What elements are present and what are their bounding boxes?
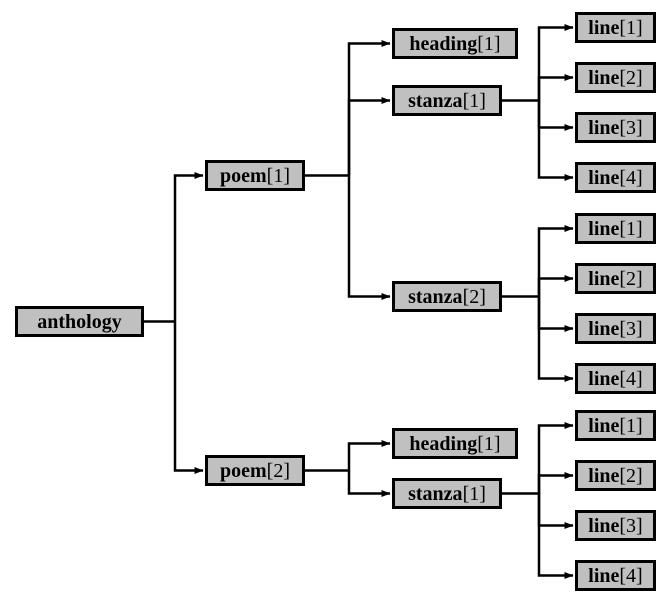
tree-node-label: line bbox=[588, 166, 620, 189]
tree-node-label: poem bbox=[220, 459, 267, 482]
edge-p1_stanza1-to-p1_s1_line4 bbox=[537, 100, 574, 181]
edge-anthology-to-poem1 bbox=[173, 172, 204, 322]
tree-node-label: stanza bbox=[408, 482, 463, 505]
edge-p1_stanza2-to-p1_s2_line3 bbox=[537, 296, 574, 332]
tree-node-index: [4] bbox=[619, 564, 643, 587]
tree-node-index: [2] bbox=[462, 285, 486, 308]
tree-node-index: [3] bbox=[619, 116, 643, 139]
tree-node-p1_s2_line1[interactable]: line[1] bbox=[575, 213, 656, 244]
tree-node-label: stanza bbox=[408, 285, 463, 308]
tree-node-p1_s2_line4[interactable]: line[4] bbox=[575, 363, 656, 394]
tree-node-p2_s1_line4[interactable]: line[4] bbox=[575, 560, 656, 591]
tree-node-p1_s2_line2[interactable]: line[2] bbox=[575, 263, 656, 294]
tree-node-index: [1] bbox=[477, 32, 501, 55]
edge-p1_stanza2-to-p1_s2_line1 bbox=[537, 225, 574, 297]
tree-node-label: line bbox=[588, 414, 620, 437]
tree-node-p1_s1_line2[interactable]: line[2] bbox=[575, 62, 656, 93]
edge-p2_stanza1-to-p2_s1_line2 bbox=[537, 472, 574, 494]
tree-node-p1_s1_line1[interactable]: line[1] bbox=[575, 12, 656, 43]
tree-node-label: poem bbox=[220, 164, 267, 187]
tree-node-index: [1] bbox=[266, 164, 290, 187]
tree-node-p1_heading1[interactable]: heading[1] bbox=[392, 28, 518, 59]
tree-node-index: [2] bbox=[619, 66, 643, 89]
edge-p1_stanza2-to-p1_s2_line2 bbox=[537, 275, 574, 297]
tree-node-label: line bbox=[588, 367, 620, 390]
tree-node-label: heading bbox=[409, 432, 478, 455]
tree-node-poem2[interactable]: poem[2] bbox=[205, 455, 305, 486]
tree-node-p1_stanza2[interactable]: stanza[2] bbox=[392, 281, 502, 312]
tree-node-index: [1] bbox=[462, 89, 486, 112]
tree-node-p1_stanza1[interactable]: stanza[1] bbox=[392, 85, 502, 116]
tree-node-p1_s1_line4[interactable]: line[4] bbox=[575, 162, 656, 193]
tree-node-index: [4] bbox=[619, 166, 643, 189]
edge-poem1-to-p1_stanza1 bbox=[347, 97, 391, 176]
tree-node-label: line bbox=[588, 267, 620, 290]
edge-p2_stanza1-to-p2_s1_line3 bbox=[537, 493, 574, 529]
tree-node-index: [2] bbox=[619, 464, 643, 487]
edge-p2_stanza1-to-p2_s1_line4 bbox=[537, 493, 574, 579]
tree-node-index: [3] bbox=[619, 317, 643, 340]
tree-node-label: line bbox=[588, 317, 620, 340]
tree-node-p2_s1_line3[interactable]: line[3] bbox=[575, 510, 656, 541]
edge-anthology-to-poem2 bbox=[173, 321, 204, 474]
tree-node-p2_s1_line2[interactable]: line[2] bbox=[575, 460, 656, 491]
tree-node-index: [2] bbox=[619, 267, 643, 290]
tree-node-label: line bbox=[588, 514, 620, 537]
tree-node-index: [2] bbox=[266, 459, 290, 482]
edge-p2_stanza1-to-p2_s1_line1 bbox=[537, 422, 574, 494]
edge-group bbox=[144, 24, 574, 579]
tree-node-label: stanza bbox=[408, 89, 463, 112]
tree-node-index: [4] bbox=[619, 367, 643, 390]
tree-node-p1_s1_line3[interactable]: line[3] bbox=[575, 112, 656, 143]
edge-p1_stanza1-to-p1_s1_line1 bbox=[537, 24, 574, 101]
tree-node-label: line bbox=[588, 217, 620, 240]
tree-node-label: line bbox=[588, 16, 620, 39]
edge-poem1-to-p1_stanza2 bbox=[347, 175, 391, 300]
tree-node-label: line bbox=[588, 66, 620, 89]
tree-node-index: [1] bbox=[619, 217, 643, 240]
tree-node-label: line bbox=[588, 464, 620, 487]
tree-node-index: [1] bbox=[477, 432, 501, 455]
tree-node-label: heading bbox=[409, 32, 478, 55]
edge-p1_stanza1-to-p1_s1_line2 bbox=[537, 74, 574, 101]
tree-node-p2_stanza1[interactable]: stanza[1] bbox=[392, 478, 502, 509]
edge-poem2-to-p2_heading1 bbox=[347, 440, 391, 471]
tree-node-poem1[interactable]: poem[1] bbox=[205, 160, 305, 191]
tree-node-p2_heading1[interactable]: heading[1] bbox=[392, 428, 518, 459]
tree-node-p1_s2_line3[interactable]: line[3] bbox=[575, 313, 656, 344]
tree-node-label: line bbox=[588, 116, 620, 139]
edge-poem1-to-p1_heading1 bbox=[347, 40, 391, 176]
tree-node-index: [1] bbox=[619, 414, 643, 437]
edge-poem2-to-p2_stanza1 bbox=[347, 470, 391, 497]
tree-node-p2_s1_line1[interactable]: line[1] bbox=[575, 410, 656, 441]
tree-node-index: [1] bbox=[619, 16, 643, 39]
tree-node-anthology[interactable]: anthology bbox=[15, 306, 144, 337]
edge-p1_stanza2-to-p1_s2_line4 bbox=[537, 296, 574, 382]
tree-node-label: line bbox=[588, 564, 620, 587]
edge-p1_stanza1-to-p1_s1_line3 bbox=[537, 100, 574, 131]
tree-node-index: [3] bbox=[619, 514, 643, 537]
tree-node-label: anthology bbox=[37, 310, 122, 333]
tree-node-index: [1] bbox=[462, 482, 486, 505]
